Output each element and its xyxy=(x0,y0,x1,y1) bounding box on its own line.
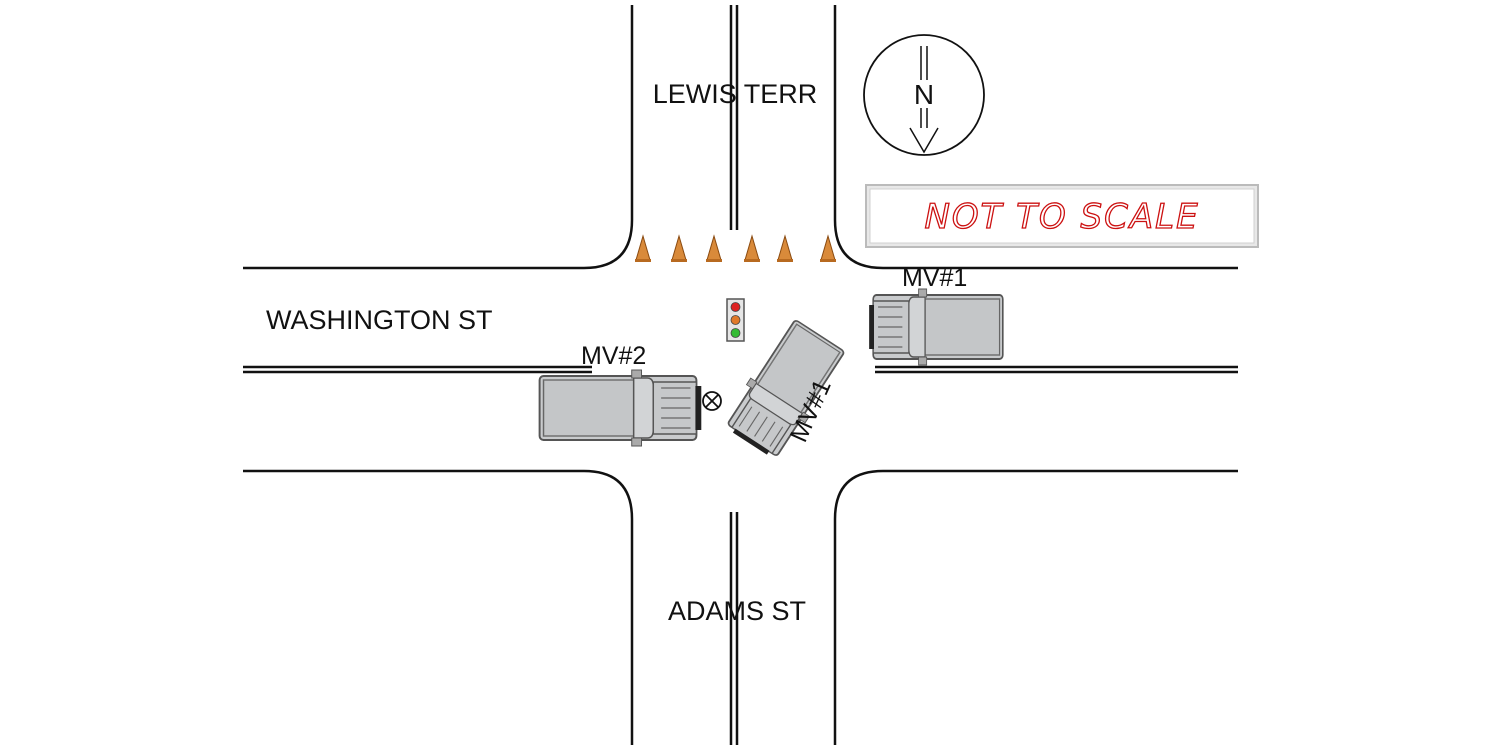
traffic-cone-icon xyxy=(670,235,688,263)
street-label-lewis-terr: LEWIS TERR xyxy=(653,79,818,109)
compass-north-letter: N xyxy=(914,79,934,110)
mv1-label: MV#1 xyxy=(902,264,967,292)
traffic-signal-icon xyxy=(726,298,745,342)
north-compass-icon: N xyxy=(863,34,985,156)
vehicle-mv1-pre-impact xyxy=(868,288,1004,366)
not-to-scale-text: NOT TO SCALE xyxy=(924,197,1199,237)
traffic-cone-icon xyxy=(705,235,723,263)
traffic-cone-icon xyxy=(634,235,652,263)
street-label-adams-st: ADAMS ST xyxy=(668,596,806,626)
street-label-washington-st: WASHINGTON ST xyxy=(266,305,493,335)
vehicle-mv2 xyxy=(538,369,703,447)
not-to-scale-box: NOT TO SCALE xyxy=(865,184,1259,248)
traffic-cone-icon xyxy=(743,235,761,263)
center-lines xyxy=(243,5,1238,745)
impact-point-icon xyxy=(702,391,722,411)
mv2-label: MV#2 xyxy=(581,342,646,370)
traffic-cone-icon xyxy=(819,235,837,263)
cone-row xyxy=(634,235,837,263)
traffic-cone-icon xyxy=(776,235,794,263)
road-edges xyxy=(243,5,1238,745)
